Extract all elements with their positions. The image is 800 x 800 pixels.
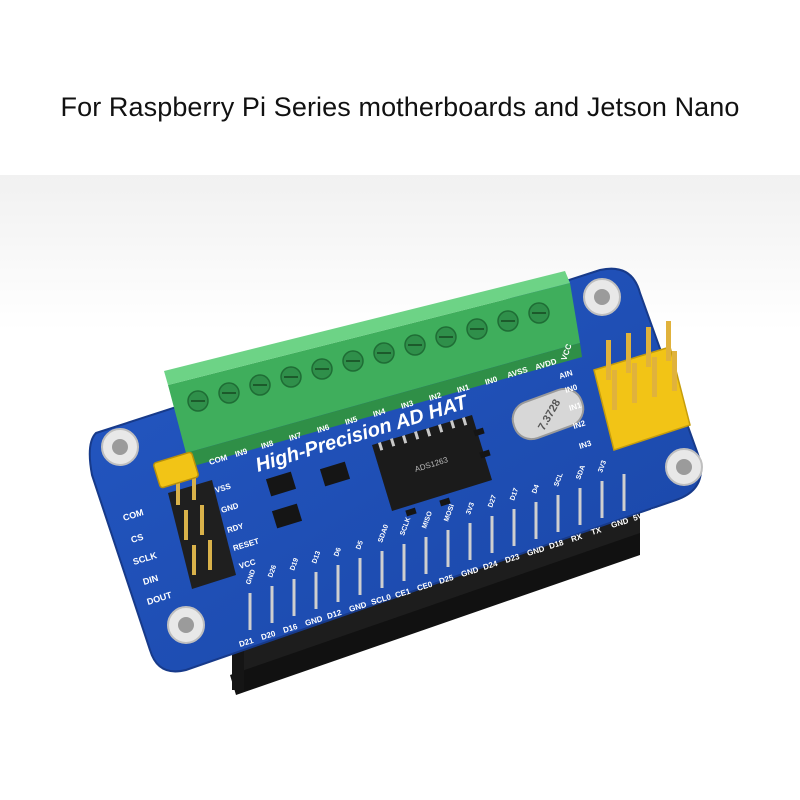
gpio-label: D26 [267, 564, 278, 579]
terminal-label: IN8 [260, 439, 275, 451]
terminal-label: IN7 [288, 431, 303, 443]
gpio-label: GND [245, 569, 257, 586]
gpio-label: D24 [482, 559, 499, 572]
gpio-label: 3V3 [465, 501, 476, 515]
product-photo: 7.3728 ADS1263 High-Precision AD HAT [0, 175, 800, 800]
terminal-label: IN2 [428, 391, 443, 403]
right-label: IN2 [572, 419, 587, 431]
right-labels: AIN VCC IN0 IN1 IN2 IN3 [558, 343, 593, 451]
board-illustration: 7.3728 ADS1263 High-Precision AD HAT [0, 175, 800, 800]
small-components [265, 427, 491, 529]
terminal-label: IN0 [484, 375, 499, 387]
left-pin-header [153, 451, 236, 589]
screw-terminal-block [164, 271, 582, 467]
crystal-oscillator: 7.3728 [511, 387, 585, 441]
gpio-label: SCL [553, 471, 565, 487]
right-label: IN1 [568, 401, 583, 413]
left-label: CS [130, 532, 145, 545]
jumper-cap [153, 451, 199, 489]
gpio-label: 3V3 [597, 459, 608, 473]
headline: For Raspberry Pi Series motherboards and… [60, 92, 740, 122]
bottom-labels: D21 D20 D16 GND D12 GND SCL0 CE1 CE0 D25… [238, 505, 663, 649]
gpio-label: SDA [575, 464, 587, 480]
gpio-label: D20 [260, 629, 277, 642]
gpio-header [248, 474, 626, 630]
gpio-label: RX [570, 532, 584, 544]
gpio-label: D13 [311, 550, 322, 565]
gpio-label: D27 [487, 494, 498, 509]
mounting-hole [101, 278, 703, 644]
gpio-label: D25 [438, 573, 455, 586]
gpio-label: D18 [548, 538, 565, 551]
gpio-label: D12 [326, 608, 343, 621]
top-row-labels: GND D26 D19 D13 D6 D5 SDA0 SCLK MISO MOS… [245, 459, 608, 585]
gpio-label: D21 [238, 636, 255, 649]
gpio-label: D16 [282, 622, 299, 635]
terminal-label: IN6 [316, 423, 331, 435]
terminal-label: IN4 [372, 407, 387, 419]
gpio-label: D4 [531, 484, 541, 495]
terminal-label: IN3 [400, 399, 415, 411]
adc-chip: ADS1263 [372, 415, 492, 511]
gpio-label: D23 [504, 552, 521, 565]
gpio-label: D5 [355, 540, 365, 551]
terminal-label: IN5 [344, 415, 359, 427]
right-pin-header [593, 321, 691, 451]
terminal-label: IN1 [456, 383, 471, 395]
gpio-label: TX [590, 525, 603, 537]
gpio-label: 5V [650, 505, 663, 517]
bottom-header-block [236, 505, 640, 680]
right-label: AIN [558, 368, 574, 381]
gpio-label: D6 [333, 547, 343, 558]
terminal-label: IN9 [234, 447, 249, 459]
gpio-label: D17 [509, 487, 520, 502]
gpio-label: D19 [289, 557, 300, 572]
left-label: DIN [142, 573, 160, 587]
gpio-label: 5V [632, 511, 645, 523]
right-label: IN3 [578, 439, 593, 451]
terminal-labels: COM IN9 IN8 IN7 IN6 IN5 IN4 IN3 IN2 IN1 … [208, 357, 558, 467]
right-label: IN0 [564, 383, 579, 395]
